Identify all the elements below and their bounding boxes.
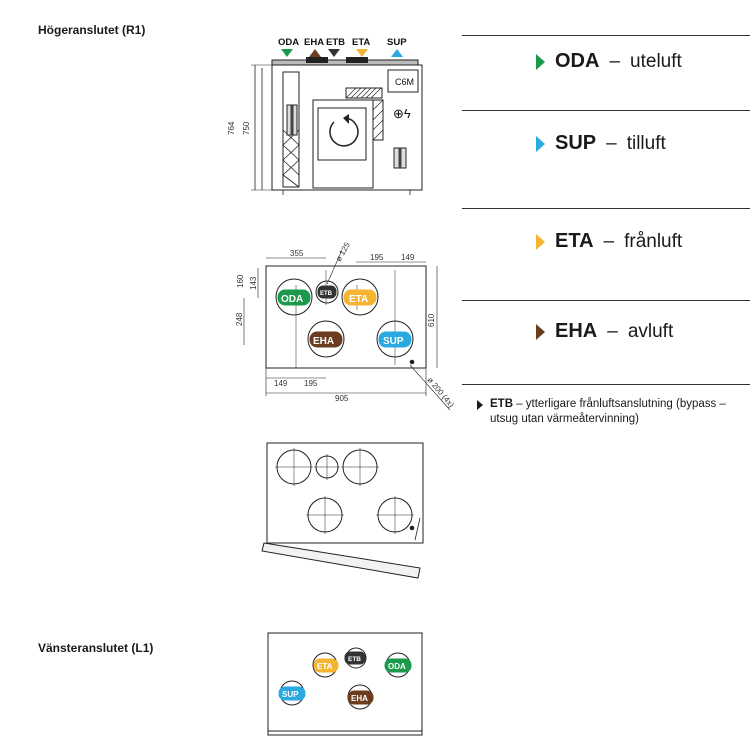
left-badge-eta: ETA xyxy=(317,662,333,671)
legend-divider xyxy=(462,384,750,385)
control-panel-label: C6M xyxy=(395,77,414,87)
port-label-etb-top: ETB xyxy=(326,37,345,48)
dim-355: 355 xyxy=(290,249,304,258)
legend-description: tilluft xyxy=(626,132,666,154)
legend-item-eta: ETA – frånluft xyxy=(536,230,682,253)
dim-143: 143 xyxy=(249,276,258,290)
dim-125: ø 125 xyxy=(334,240,352,263)
port-label-oda-top: ODA xyxy=(278,37,299,48)
legend-description: uteluft xyxy=(630,50,682,72)
dim-195-bottom: 195 xyxy=(304,379,318,388)
port-label-sup-top: SUP xyxy=(387,37,407,48)
sup-arrow-icon xyxy=(391,49,403,57)
left-badge-eha: EHA xyxy=(351,694,368,703)
section-title-left: Vänsteranslutet (L1) xyxy=(38,641,154,655)
legend-divider xyxy=(462,110,750,111)
front-view-drawing: ODA ETB ETA EHA SUP 355 ø 125 195 149 16… xyxy=(235,240,456,411)
legend-code: ETA xyxy=(555,230,594,252)
oda-triangle-icon xyxy=(536,53,545,70)
badge-oda: ODA xyxy=(281,294,303,305)
power-symbol-icon: ⊕ϟ xyxy=(393,106,411,121)
legend-item-sup: SUP – tilluft xyxy=(536,132,666,155)
legend-description: avluft xyxy=(627,320,674,342)
etb-note: ETB – ytterligare frånluftsanslutning (b… xyxy=(490,397,750,427)
oda-arrow-icon xyxy=(281,49,293,57)
etb-triangle-icon xyxy=(477,400,483,410)
eha-triangle-icon xyxy=(536,323,545,340)
legend-divider xyxy=(462,300,750,301)
legend-code: EHA xyxy=(555,320,598,342)
legend-item-eha: EHA – avluft xyxy=(536,320,673,343)
badge-sup: SUP xyxy=(383,336,404,347)
legend-separator: – xyxy=(609,50,621,72)
dim-750: 750 xyxy=(242,121,251,135)
legend-item-oda: ODA – uteluft xyxy=(536,50,682,73)
left-badge-oda: ODA xyxy=(388,662,406,671)
eha-arrow-icon xyxy=(309,49,321,57)
port-label-eha-top: EHA xyxy=(304,37,324,48)
badge-etb: ETB xyxy=(320,291,333,297)
legend-divider xyxy=(462,208,750,209)
legend-separator: – xyxy=(607,320,618,342)
eta-triangle-icon xyxy=(536,233,545,250)
legend-code: SUP xyxy=(555,132,597,154)
legend-separator: – xyxy=(603,230,615,252)
dim-248: 248 xyxy=(235,312,244,326)
legend-divider xyxy=(462,35,750,36)
port-label-eta-top: ETA xyxy=(352,37,370,48)
legend-description: frånluft xyxy=(624,230,683,252)
dim-160: 160 xyxy=(236,274,245,288)
dim-149-top: 149 xyxy=(401,253,415,262)
legend-separator: – xyxy=(606,132,617,154)
left-badge-sup: SUP xyxy=(282,690,299,699)
etb-arrow-icon xyxy=(328,49,340,57)
badge-eha: EHA xyxy=(313,336,334,347)
etb-note-code: ETB xyxy=(490,398,513,410)
dim-764: 764 xyxy=(227,121,236,135)
dim-200: ø 200 (4x) xyxy=(425,376,456,410)
dim-610: 610 xyxy=(427,313,436,327)
left-badge-etb: ETB xyxy=(348,656,361,663)
etb-note-text: – ytterligare frånluftsanslutning (bypas… xyxy=(490,398,726,425)
legend-code: ODA xyxy=(555,50,600,72)
sup-triangle-icon xyxy=(536,135,545,152)
dim-195-top: 195 xyxy=(370,253,384,262)
dim-149-bottom: 149 xyxy=(274,379,288,388)
side-view-drawing: ODA EHA ETB ETA SUP xyxy=(227,37,423,195)
eta-arrow-icon xyxy=(356,49,368,57)
left-connection-drawing: ETA ETB ODA SUP EHA xyxy=(267,632,423,736)
open-door-drawing xyxy=(261,442,424,579)
dim-905: 905 xyxy=(335,394,349,403)
badge-eta: ETA xyxy=(349,294,368,305)
section-title-right: Högeranslutet (R1) xyxy=(38,23,146,37)
